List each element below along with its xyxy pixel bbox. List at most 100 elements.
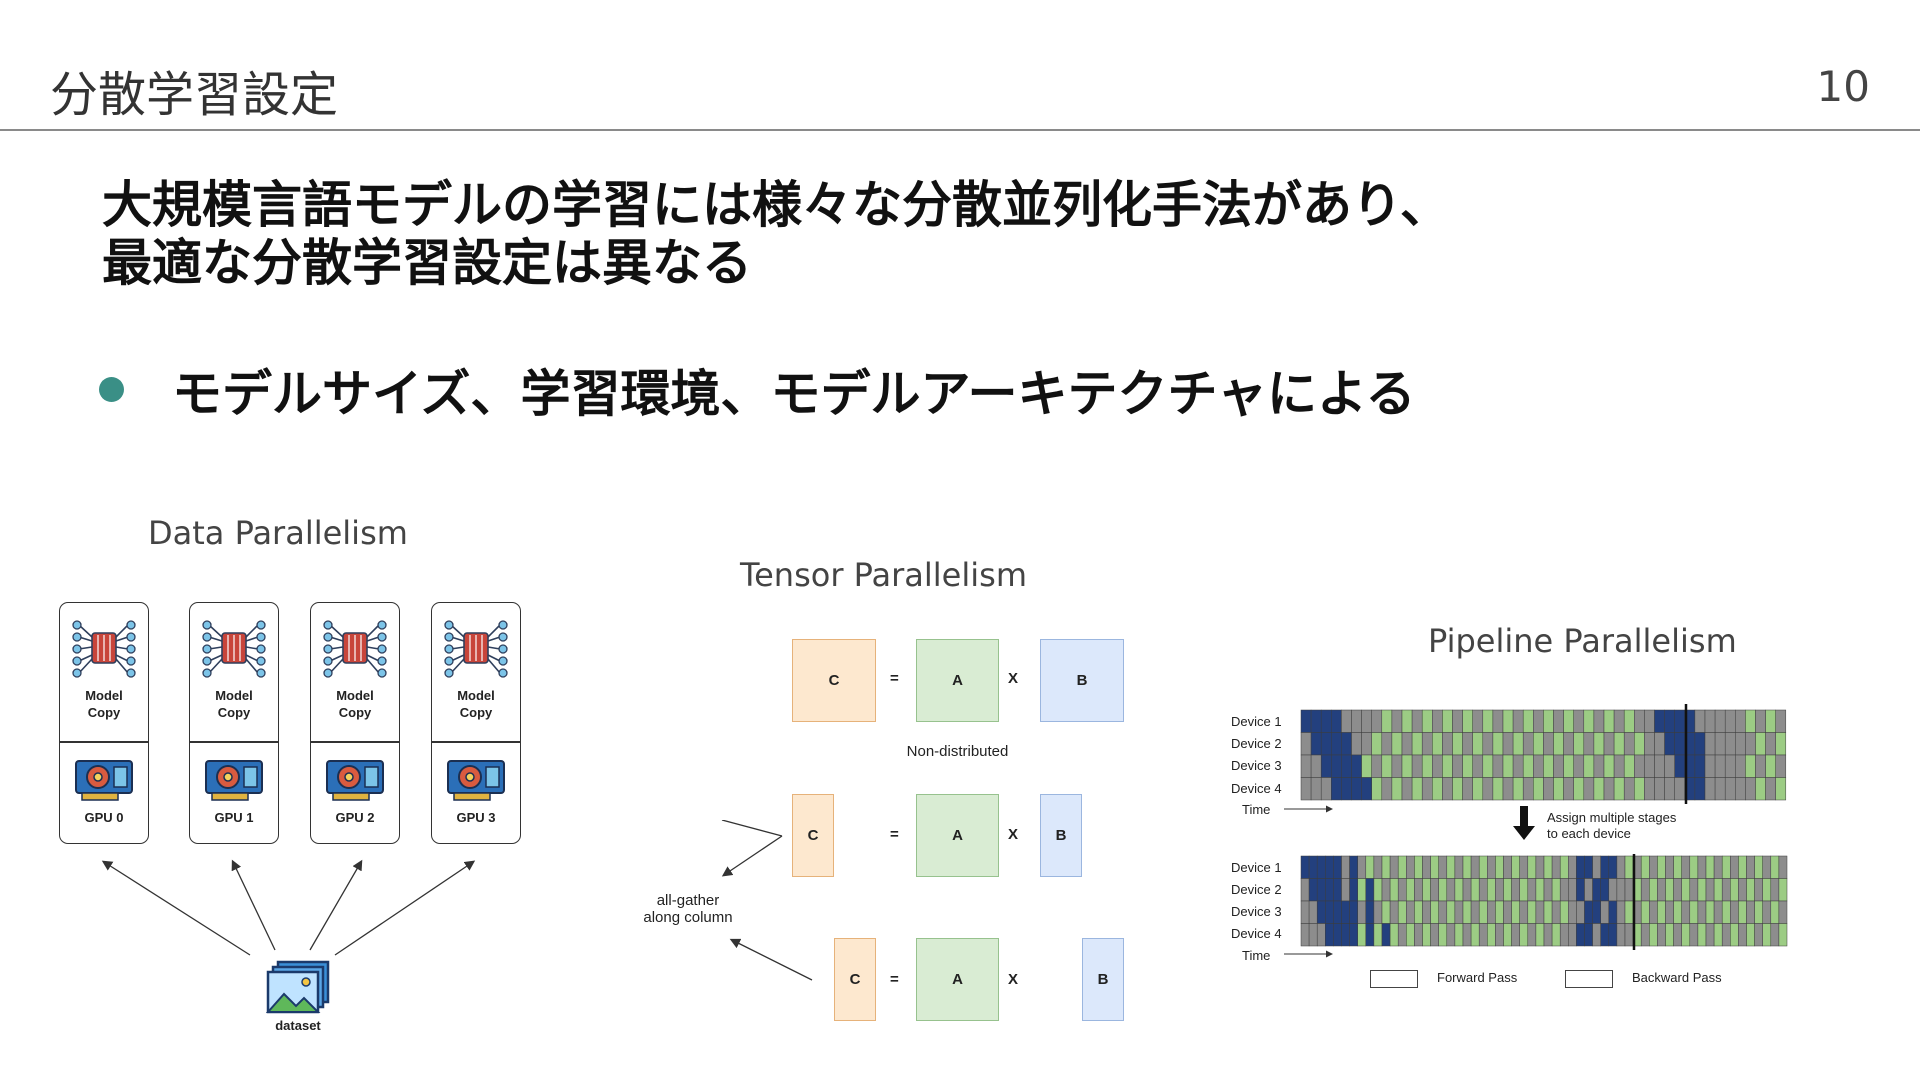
schedule-cell bbox=[1765, 777, 1776, 801]
schedule-cell bbox=[1462, 777, 1473, 801]
schedule-cell bbox=[1603, 709, 1615, 733]
neural-network-icon bbox=[202, 620, 266, 678]
schedule-cell bbox=[1391, 732, 1403, 756]
card-divider bbox=[311, 741, 399, 743]
schedule-cell bbox=[1333, 878, 1342, 902]
schedule-cell bbox=[1644, 709, 1655, 733]
schedule-cell bbox=[1654, 754, 1665, 778]
assign-stages-note: Assign multiple stages to each device bbox=[1547, 810, 1677, 841]
device-label-3: Device 3 bbox=[1231, 758, 1282, 773]
schedule-cell bbox=[1482, 709, 1494, 733]
schedule-cell bbox=[1320, 754, 1332, 778]
pipeline-schedule-bottom bbox=[1300, 855, 1788, 947]
schedule-cell bbox=[1584, 923, 1593, 947]
schedule-cell bbox=[1559, 878, 1569, 902]
schedule-cell bbox=[1365, 878, 1375, 902]
schedule-cell bbox=[1308, 923, 1318, 947]
schedule-cell bbox=[1454, 923, 1464, 947]
schedule-cell bbox=[1568, 900, 1577, 924]
schedule-cell bbox=[1371, 732, 1383, 756]
gpu-card-icon bbox=[326, 760, 384, 801]
schedule-cell bbox=[1389, 900, 1399, 924]
schedule-cell bbox=[1563, 709, 1574, 733]
schedule-cell bbox=[1341, 923, 1350, 947]
equals-sign: = bbox=[890, 826, 899, 843]
legend-forward-label: Forward Pass bbox=[1437, 970, 1518, 985]
schedule-cell bbox=[1373, 900, 1383, 924]
schedule-cell bbox=[1478, 855, 1488, 879]
schedule-cell bbox=[1406, 923, 1415, 947]
schedule-cell bbox=[1300, 900, 1310, 924]
schedule-cell bbox=[1341, 878, 1350, 902]
schedule-cell bbox=[1470, 923, 1480, 947]
schedule-cell bbox=[1430, 878, 1439, 902]
schedule-cell bbox=[1462, 878, 1472, 902]
schedule-cell bbox=[1724, 732, 1736, 756]
non-distributed-label: Non-distributed bbox=[906, 743, 1009, 760]
schedule-cell bbox=[1511, 900, 1520, 924]
schedule-cell bbox=[1349, 855, 1358, 879]
schedule-cell bbox=[1351, 754, 1362, 778]
schedule-cell bbox=[1522, 709, 1534, 733]
schedule-cell bbox=[1512, 777, 1524, 801]
schedule-cell bbox=[1738, 878, 1747, 902]
schedule-cell bbox=[1559, 855, 1569, 879]
schedule-cell bbox=[1608, 855, 1618, 879]
schedule-cell bbox=[1381, 732, 1393, 756]
schedule-cell bbox=[1623, 754, 1635, 778]
schedule-cell bbox=[1543, 777, 1554, 801]
matrix-b-right-half: B bbox=[1082, 938, 1124, 1021]
schedule-cell bbox=[1573, 754, 1585, 778]
schedule-cell bbox=[1373, 855, 1383, 879]
multiply-sign: X bbox=[1008, 971, 1019, 988]
schedule-cell bbox=[1624, 855, 1634, 879]
schedule-cell bbox=[1357, 878, 1367, 902]
schedule-cell bbox=[1535, 923, 1545, 947]
schedule-cell bbox=[1644, 777, 1655, 801]
schedule-cell bbox=[1535, 900, 1545, 924]
device-label-3: Device 3 bbox=[1231, 904, 1282, 919]
schedule-cell bbox=[1689, 855, 1699, 879]
dataset-arrow-3 bbox=[334, 860, 476, 956]
schedule-cell bbox=[1640, 923, 1650, 947]
schedule-cell bbox=[1503, 855, 1512, 879]
gpu-card-icon bbox=[205, 760, 263, 801]
card-divider bbox=[60, 741, 148, 743]
legend-backward-label: Backward Pass bbox=[1632, 970, 1722, 985]
schedule-cell bbox=[1331, 777, 1342, 801]
schedule-cell bbox=[1603, 777, 1615, 801]
schedule-cell bbox=[1519, 855, 1529, 879]
schedule-cell bbox=[1755, 777, 1766, 801]
schedule-cell bbox=[1543, 732, 1554, 756]
schedule-cell bbox=[1778, 923, 1788, 947]
schedule-cell bbox=[1721, 900, 1731, 924]
schedule-cell bbox=[1414, 878, 1423, 902]
schedule-cell bbox=[1745, 777, 1756, 801]
schedule-cell bbox=[1389, 923, 1399, 947]
schedule-cell bbox=[1333, 923, 1342, 947]
schedule-cell bbox=[1472, 709, 1484, 733]
schedule-cell bbox=[1502, 732, 1514, 756]
schedule-cell bbox=[1533, 732, 1544, 756]
schedule-cell bbox=[1401, 754, 1413, 778]
schedule-cell bbox=[1724, 754, 1736, 778]
schedule-cell bbox=[1592, 900, 1601, 924]
schedule-cell bbox=[1608, 900, 1618, 924]
schedule-cell bbox=[1738, 923, 1747, 947]
schedule-cell bbox=[1697, 923, 1707, 947]
device-label-4: Device 4 bbox=[1231, 781, 1282, 796]
schedule-cell bbox=[1371, 709, 1383, 733]
schedule-cell bbox=[1414, 855, 1423, 879]
dataset-arrow-2 bbox=[309, 859, 363, 951]
schedule-cell bbox=[1310, 709, 1322, 733]
schedule-cell bbox=[1568, 855, 1577, 879]
schedule-cell bbox=[1553, 709, 1564, 733]
schedule-cell bbox=[1713, 878, 1723, 902]
schedule-cell bbox=[1775, 709, 1787, 733]
schedule-cell bbox=[1487, 855, 1496, 879]
matrix-a: A bbox=[916, 639, 999, 722]
schedule-cell bbox=[1482, 754, 1494, 778]
schedule-cell bbox=[1674, 754, 1686, 778]
schedule-cell bbox=[1316, 855, 1326, 879]
